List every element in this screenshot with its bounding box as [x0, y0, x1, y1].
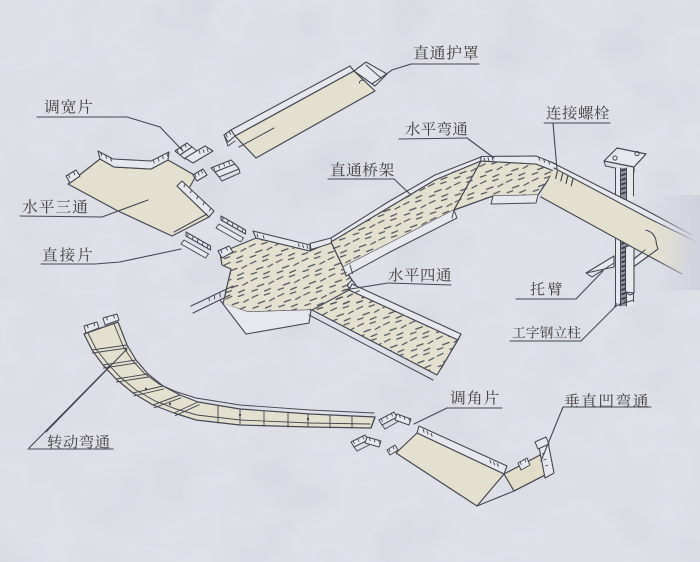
diagram-canvas: 直通护罩调宽片水平弯通连接螺栓直通桥架水平三通直接片水平四通托臂工字钢立柱转动弯…	[0, 0, 700, 562]
scanned-diagram-page: 直通护罩调宽片水平弯通连接螺栓直通桥架水平三通直接片水平四通托臂工字钢立柱转动弯…	[0, 0, 700, 562]
paper-grain	[0, 0, 700, 562]
